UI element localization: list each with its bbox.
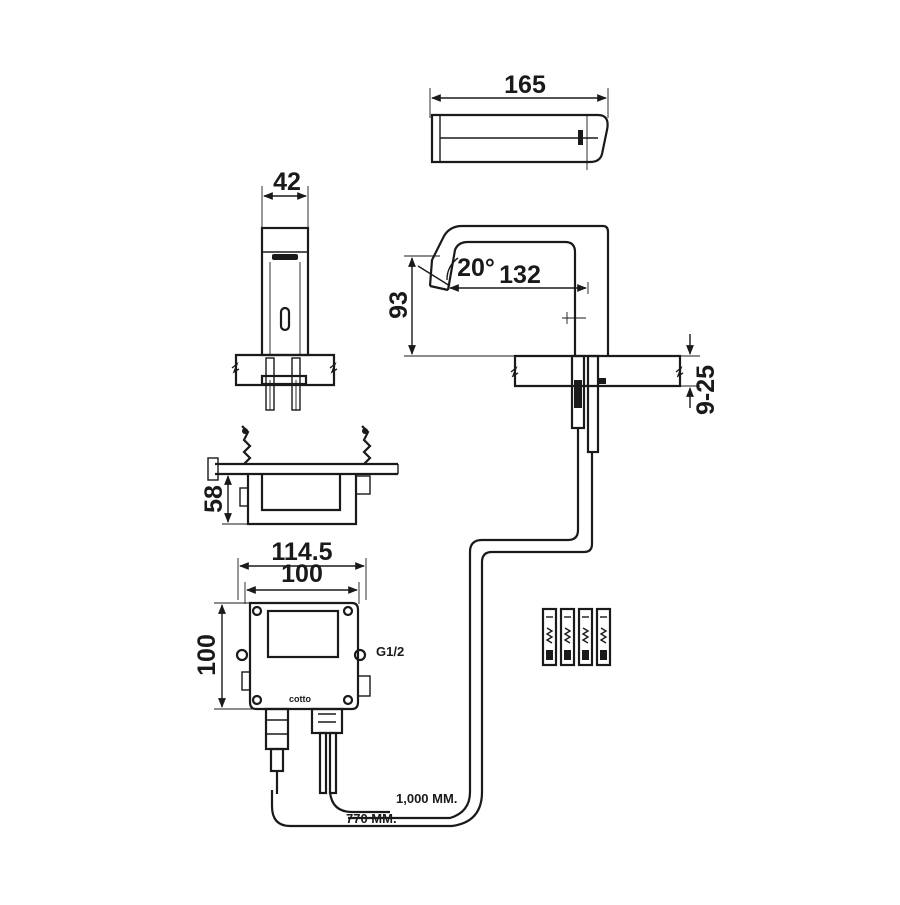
dimension-box-depth: 58	[200, 485, 228, 513]
dimension-front-width: 42	[273, 168, 301, 196]
label-cable-long: 1,000 MM.	[396, 791, 457, 806]
brand-logo: cotto	[289, 694, 311, 704]
dimension-box-width-outer: 114.5	[271, 538, 332, 566]
battery-icon	[559, 607, 576, 667]
battery-icon	[595, 607, 612, 667]
dimension-top-length: 165	[504, 71, 546, 99]
cables: 1,000 MM. 770 MM.	[270, 428, 594, 828]
label-cable-short: 770 MM.	[346, 811, 397, 826]
label-thread: G1/2	[376, 644, 404, 659]
dimension-spout-angle: 20°	[457, 254, 495, 282]
dimension-counter-thickness: 9-25	[692, 365, 720, 415]
top-view: 165	[429, 71, 609, 170]
front-view: 42	[231, 168, 338, 411]
dimension-height: 93	[385, 291, 413, 319]
dimension-spout-reach: 132	[499, 261, 541, 289]
dimension-box-height: 100	[193, 634, 221, 676]
dimension-box-width-inner: 100	[281, 560, 323, 588]
side-view: 93 20° 132 9-25	[385, 224, 720, 454]
box-side-view: 58	[200, 425, 399, 526]
batteries	[541, 607, 612, 667]
battery-icon	[577, 607, 594, 667]
battery-icon	[541, 607, 558, 667]
control-box-front: 114.5 100 100 cotto G1/2	[193, 538, 404, 795]
